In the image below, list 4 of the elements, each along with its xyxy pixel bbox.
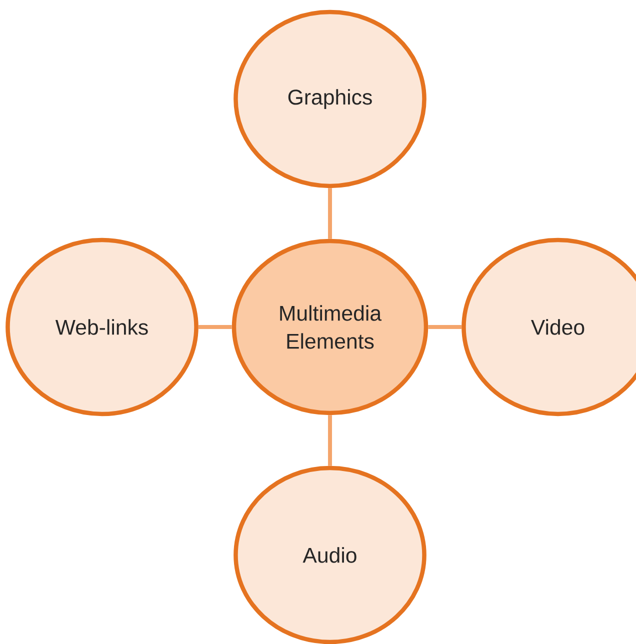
connector-line [328, 188, 332, 239]
connector-line [198, 325, 232, 329]
connector-line [328, 415, 332, 466]
connector-line [428, 325, 462, 329]
